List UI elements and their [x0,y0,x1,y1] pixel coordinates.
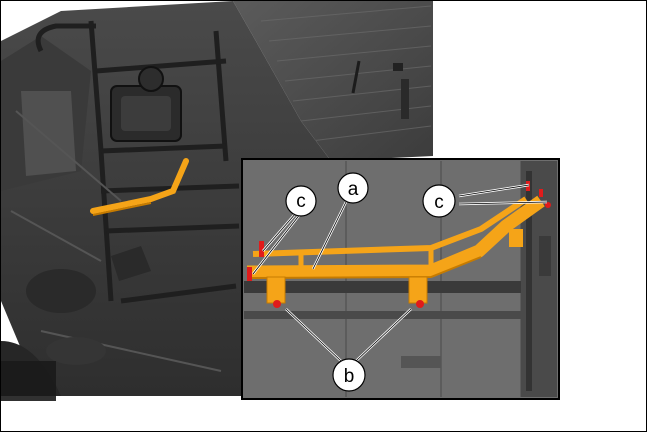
callout-b-label: b [344,366,355,387]
callout-c-right: c [422,184,456,218]
callout-a: a [337,172,369,204]
highlighted-rail [246,195,545,304]
callout-c-left-label: c [296,191,306,212]
callout-a-label: a [348,179,359,200]
callout-c-right-label: c [434,192,444,213]
vehicle-frame-illustration [1,1,433,401]
detail-inset: a c c b [241,158,560,400]
callout-b: b [332,358,366,392]
callout-c-left: c [285,185,317,217]
